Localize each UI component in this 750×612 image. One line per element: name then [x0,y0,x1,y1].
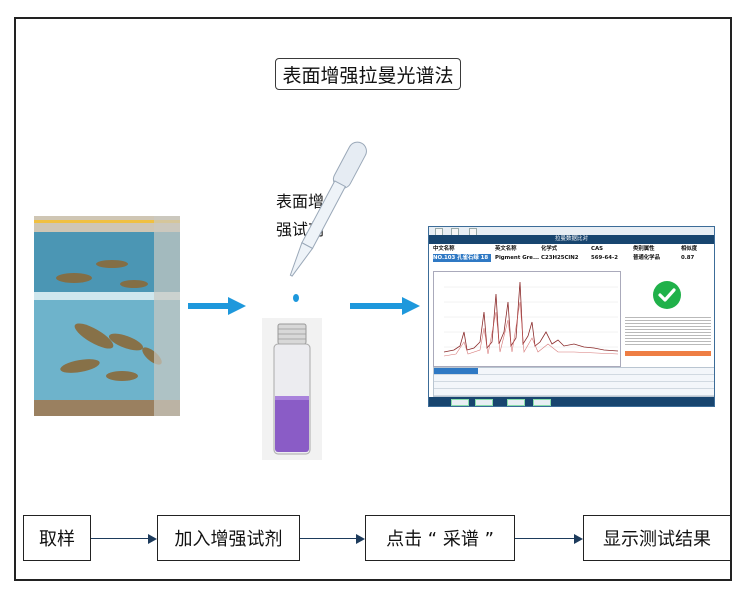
screen-header: 拉曼数据比对 [429,235,714,244]
result-panel [623,271,713,365]
sample-vial-icon [262,318,322,460]
screen-footer [429,397,714,406]
result-description-text [625,315,711,347]
diagram-frame [14,17,732,581]
screen-tab[interactable] [451,228,459,235]
screen-button[interactable] [475,399,493,406]
result-cas: 569-64-2 [591,255,618,261]
column-header: 化学式 [541,246,558,252]
column-header: 英文名称 [495,246,517,252]
step-arrow-1 [91,538,148,539]
screen-tab[interactable] [435,228,443,235]
check-icon [653,281,681,309]
sample-info-table [433,367,714,397]
analysis-software-screen: 拉曼数据比对 中文名称 英文名称 化学式 CAS 类别属性 相似度 NO.103… [428,226,715,407]
sample-photo-fish-tank [34,216,180,416]
screen-button[interactable] [507,399,525,406]
column-header: 类别属性 [633,246,655,252]
step-sampling: 取样 [23,515,91,561]
screen-button[interactable] [533,399,551,406]
info-table-header [434,368,478,374]
step-arrow-2-head [356,534,365,544]
status-bar [625,351,711,356]
result-formula: C23H25ClN2 [541,255,579,261]
step-arrow-3 [515,538,574,539]
result-column-headers: 中文名称 英文名称 化学式 CAS 类别属性 相似度 [429,245,714,253]
step-acquire-spectrum: 点击 “ 采谱 ” [365,515,515,561]
column-header: CAS [591,246,604,252]
column-header: 相似度 [681,246,698,252]
diagram-title: 表面增强拉曼光谱法 [275,58,461,90]
step-arrow-3-head [574,534,583,544]
screen-button[interactable] [451,399,469,406]
result-similarity: 0.87 [681,255,695,261]
spectrum-plot [433,271,621,367]
result-english-name: Pigment Gre... [495,255,540,261]
result-category: 普通化学品 [633,255,660,261]
arrow-vial-to-screen [350,297,420,315]
step-arrow-1-head [148,534,157,544]
result-chinese-name: NO.103 孔雀石绿 18 [433,254,491,262]
arrow-photo-to-vial [188,297,246,315]
screen-tab[interactable] [469,228,477,235]
step-add-reagent: 加入增强试剂 [157,515,300,561]
dropper-icon [289,141,367,302]
column-header: 中文名称 [433,246,455,252]
step-show-result: 显示测试结果 [583,515,731,561]
step-arrow-2 [300,538,356,539]
result-row[interactable]: NO.103 孔雀石绿 18 Pigment Gre... C23H25ClN2… [429,254,714,262]
reagent-label-line-1: 表面增 [275,192,324,211]
spectrum-lines [443,281,619,357]
